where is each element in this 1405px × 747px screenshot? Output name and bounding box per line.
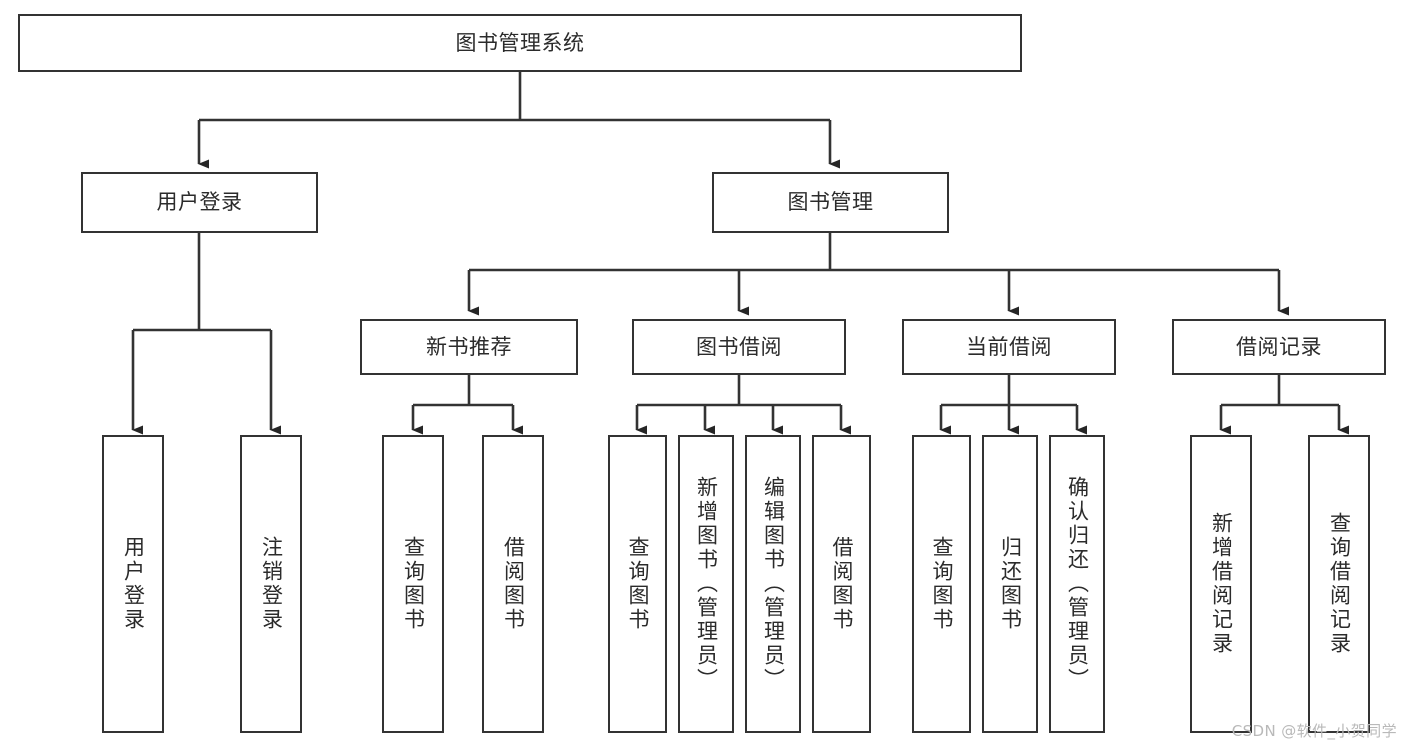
leaf-borrow-add-book-admin[interactable]: 新增图书（管理员）: [678, 435, 734, 733]
node-root-system[interactable]: 图书管理系统: [18, 14, 1022, 72]
node-label: 图书借阅: [696, 334, 782, 359]
node-label: 查询图书: [930, 536, 954, 632]
node-label: 归还图书: [998, 536, 1023, 632]
leaf-record-query-record[interactable]: 查询借阅记录: [1308, 435, 1370, 733]
node-new-book-recommend[interactable]: 新书推荐: [360, 319, 578, 375]
node-label: 当前借阅: [966, 334, 1052, 359]
leaf-borrow-edit-book-admin[interactable]: 编辑图书（管理员）: [745, 435, 801, 733]
node-label: 查询借阅记录: [1327, 512, 1352, 656]
node-label: 用户登录: [156, 190, 243, 215]
node-label: 借阅图书: [501, 536, 526, 632]
node-label: 新书推荐: [426, 334, 512, 359]
node-current-borrow[interactable]: 当前借阅: [902, 319, 1116, 375]
node-label: 查询图书: [626, 536, 650, 632]
node-book-management[interactable]: 图书管理: [712, 172, 949, 233]
leaf-new-book-borrow[interactable]: 借阅图书: [482, 435, 544, 733]
node-label: 新增图书（管理员）: [694, 476, 719, 692]
node-user-login[interactable]: 用户登录: [81, 172, 318, 233]
node-label: 查询图书: [401, 536, 426, 632]
node-label: 图书管理: [787, 190, 874, 215]
leaf-user-login-signin[interactable]: 用户登录: [102, 435, 164, 733]
leaf-record-add-record[interactable]: 新增借阅记录: [1190, 435, 1252, 733]
node-label: 图书管理系统: [455, 30, 585, 55]
node-book-borrow[interactable]: 图书借阅: [632, 319, 846, 375]
csdn-watermark: CSDN @软件_小贺同学: [1231, 722, 1397, 740]
leaf-current-query-book[interactable]: 查询图书: [912, 435, 971, 733]
leaf-current-return-book[interactable]: 归还图书: [982, 435, 1038, 733]
leaf-borrow-borrow-book[interactable]: 借阅图书: [812, 435, 871, 733]
node-label: 用户登录: [121, 536, 146, 632]
leaf-user-login-signout[interactable]: 注销登录: [240, 435, 302, 733]
leaf-borrow-query-book[interactable]: 查询图书: [608, 435, 667, 733]
leaf-current-confirm-return-admin[interactable]: 确认归还（管理员）: [1049, 435, 1105, 733]
node-label: 新增借阅记录: [1209, 512, 1234, 656]
node-label: 注销登录: [259, 536, 284, 632]
node-label: 确认归还（管理员）: [1065, 476, 1090, 692]
node-label: 借阅记录: [1236, 334, 1322, 359]
node-label: 借阅图书: [830, 536, 854, 632]
node-borrow-record[interactable]: 借阅记录: [1172, 319, 1386, 375]
leaf-new-book-query[interactable]: 查询图书: [382, 435, 444, 733]
node-label: 编辑图书（管理员）: [761, 476, 786, 692]
